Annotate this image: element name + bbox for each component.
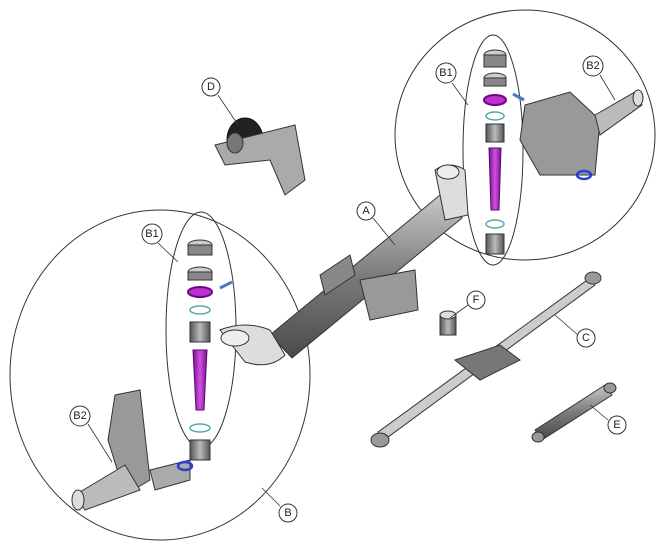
label-b2-right: B2	[586, 60, 599, 72]
callout-b1-right: B1	[435, 62, 457, 84]
callout-b: B	[278, 503, 298, 523]
leader-lines	[87, 74, 616, 507]
group-b-outline	[9, 209, 311, 541]
steering-damper-bracket-part	[214, 117, 306, 196]
axle-beam-part	[219, 164, 469, 366]
callout-b2-left: B2	[69, 405, 91, 427]
group-b-right-outline	[394, 9, 656, 261]
label-a: A	[362, 205, 370, 217]
callout-d: D	[201, 77, 221, 97]
label-b2-left: B2	[73, 410, 86, 422]
callout-b1-left: B1	[141, 223, 163, 245]
kingpin-stack-right	[483, 49, 525, 255]
label-b: B	[284, 507, 291, 519]
label-b1-right: B1	[439, 67, 452, 79]
label-d: D	[207, 81, 215, 93]
steering-knuckle-right	[519, 89, 644, 181]
group-b1-right-outline	[462, 34, 524, 266]
steering-knuckle-left	[71, 389, 194, 511]
tie-rod-part	[370, 271, 602, 448]
label-f: F	[473, 294, 480, 306]
bump-stop-part	[439, 310, 457, 336]
callout-f: F	[466, 290, 486, 310]
callout-e: E	[607, 415, 627, 435]
label-c: C	[582, 332, 590, 344]
kingpin-stack-left	[187, 239, 233, 461]
callout-c: C	[576, 328, 596, 348]
callout-b2-right: B2	[582, 55, 604, 77]
label-b1-left: B1	[145, 228, 158, 240]
callout-a: A	[356, 201, 376, 221]
label-e: E	[613, 419, 620, 431]
shock-absorber-part	[531, 382, 617, 443]
